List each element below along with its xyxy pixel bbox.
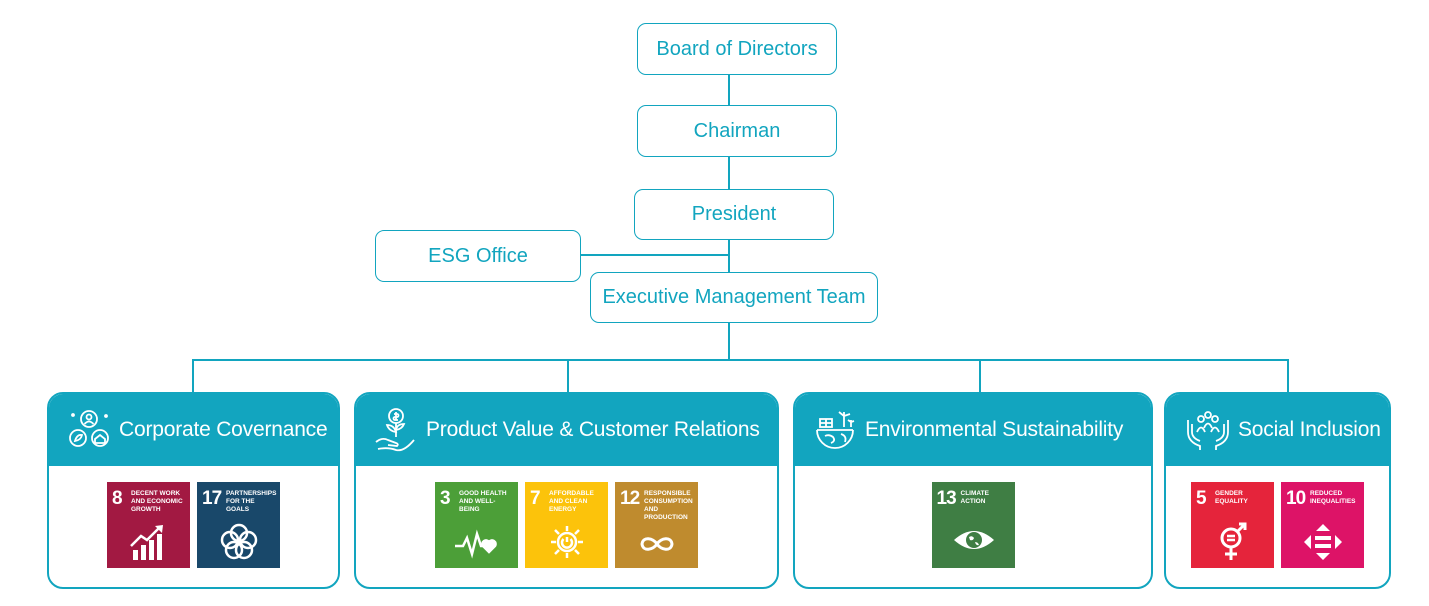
heartbeat-icon [455,529,497,559]
hands-people-icon [1187,411,1229,450]
sdg-caption: REDUCED INEQUALITIES [1310,490,1356,505]
pillar-card-product-value: Product Value & Customer Relations 3 GOO… [354,392,779,589]
pillar-card-corporate-governance: Corporate Covernance 8 DECENT WORK AND E… [47,392,340,589]
executive-management-team-box: Executive Management Team [590,272,878,323]
sdg-number: 12 [620,488,640,509]
eye-globe-icon [953,531,994,549]
governance-icon [69,410,109,447]
sdg-tile-5: 5 GENDER EQUALITY [1191,482,1274,568]
sdg-caption: GENDER EQUALITY [1215,490,1248,505]
executive-management-team-label: Executive Management Team [602,286,866,308]
sdg-caption: GOOD HEALTH AND WELL-BEING [459,490,507,513]
sdg-tiles: 3 GOOD HEALTH AND WELL-BEING 7 AFFORDABL… [356,482,777,568]
gender-symbol-icon [1220,522,1247,560]
pillar-title: Social Inclusion [1238,418,1381,441]
sdg-tile-8: 8 DECENT WORK AND ECONOMIC GROWTH [107,482,190,568]
infinity-icon [640,537,674,551]
chairman-label: Chairman [693,119,781,142]
board-of-directors-label: Board of Directors [656,37,818,60]
sdg-tiles: 8 DECENT WORK AND ECONOMIC GROWTH 17 PAR… [49,482,338,568]
sdg-tile-17: 17 PARTNERSHIPS FOR THE GOALS [197,482,280,568]
pillar-header: Corporate Covernance [49,394,338,466]
sdg-number: 8 [112,488,123,509]
pillar-header: Product Value & Customer Relations [356,394,777,466]
pillar-title: Corporate Covernance [119,418,328,441]
esg-office-label: ESG Office [428,244,528,267]
sdg-tiles: 5 GENDER EQUALITY 10 REDUCED INEQUALITIE… [1166,482,1389,568]
growth-chart-icon [130,525,163,560]
sdg-caption: AFFORDABLE AND CLEAN ENERGY [549,490,594,513]
pillar-card-social-inclusion: Social Inclusion 5 GENDER EQUALITY 10 RE… [1164,392,1391,589]
sdg-number: 13 [936,488,957,509]
sdg-caption: RESPONSIBLE CONSUMPTION AND PRODUCTION [644,490,693,521]
pillar-header: Social Inclusion [1166,394,1389,466]
esg-office-box: ESG Office [375,230,581,282]
pillar-header: Environmental Sustainability [795,394,1151,466]
sdg-number: 3 [440,488,451,509]
sdg-tile-13: 13 CLIMATE ACTION [931,482,1015,568]
sdg-tile-7: 7 AFFORDABLE AND CLEAN ENERGY [525,482,608,568]
globe-renewable-icon [816,411,855,449]
partnership-ring-icon [220,523,258,560]
pillar-card-environmental-sustainability: Environmental Sustainability 13 CLIMATE … [793,392,1153,589]
equality-arrows-icon [1304,524,1342,560]
sdg-tiles: 13 CLIMATE ACTION [795,482,1151,568]
sdg-tile-12: 12 RESPONSIBLE CONSUMPTION AND PRODUCTIO… [615,482,698,568]
sdg-tile-3: 3 GOOD HEALTH AND WELL-BEING [435,482,518,568]
sdg-number: 7 [530,488,541,509]
sdg-number: 10 [1286,488,1306,509]
president-label: President [691,203,777,225]
president-box: President [634,189,834,240]
sdg-tile-10: 10 REDUCED INEQUALITIES [1281,482,1364,568]
board-of-directors-box: Board of Directors [637,23,837,75]
sdg-number: 17 [202,488,222,509]
sun-power-icon [551,526,583,558]
chairman-box: Chairman [637,105,837,157]
sdg-caption: PARTNERSHIPS FOR THE GOALS [226,490,277,513]
sdg-caption: DECENT WORK AND ECONOMIC GROWTH [131,490,183,513]
money-plant-hand-icon [375,408,415,452]
sdg-caption: CLIMATE ACTION [960,490,989,505]
pillar-title: Environmental Sustainability [865,418,1124,441]
pillar-title: Product Value & Customer Relations [426,418,760,441]
sdg-number: 5 [1196,488,1207,509]
